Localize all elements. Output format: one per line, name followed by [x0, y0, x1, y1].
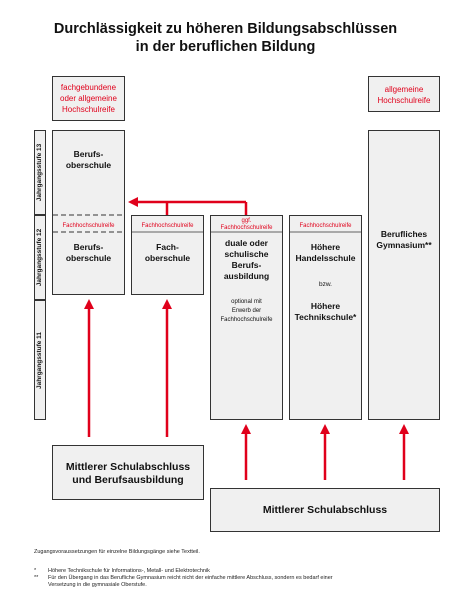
top-box-hochschulreife-right: allgemeine Hochschulreife: [368, 76, 440, 112]
box-hoehere-handelsschule: [289, 215, 362, 420]
footnote-2-line1: Für den Übergang in das Berufliche Gymna…: [48, 575, 333, 581]
bzw-label: bzw.: [318, 281, 332, 288]
dual-fhr-line2: Fachhochschulreife: [220, 225, 273, 231]
note-zugang: Zugangsvoraussetzungen für einzelne Bild…: [34, 549, 200, 555]
top-box-hochschulreife-left: fachgebundene oder allgemeine Hochschulr…: [52, 76, 125, 121]
footnote-2-line2: Versetzung in die gymnasiale Oberstufe.: [48, 582, 147, 588]
box-mittlerer-schulabschluss: [210, 488, 440, 532]
hhs-line2: Handelsschule: [295, 253, 356, 263]
bos12-line2: oberschule: [65, 253, 112, 263]
fos-line2: oberschule: [144, 253, 191, 263]
bottom-left-line2: und Berufsausbildung: [72, 474, 184, 486]
fos-fachhochschulreife: Fachhochschulreife: [141, 223, 194, 229]
box-mittlerer-schulabschluss-berufsausbildung: [52, 445, 204, 500]
fos-line1: Fach-: [156, 242, 179, 252]
top-box-left-line2: oder allgemeine: [60, 94, 117, 103]
box-berufliches-gymnasium: [368, 130, 440, 420]
bg-line1: Berufliches: [380, 229, 428, 239]
dual-fhr-line1: ggf.: [241, 218, 252, 224]
bos-fachhochschulreife: Fachhochschulreife: [62, 223, 115, 229]
dual-line1: duale oder: [225, 238, 268, 248]
page-subtitle: in der beruflichen Bildung: [135, 39, 316, 55]
hts-line1: Höhere: [310, 301, 341, 311]
dual-note-line1: optional mit: [231, 299, 262, 305]
dual-line4: ausbildung: [223, 271, 270, 281]
page-title: Durchlässigkeit zu höheren Bildungsabsch…: [53, 21, 398, 37]
box-duale-ausbildung: [210, 215, 283, 420]
box-fachoberschule: [131, 215, 204, 295]
hhs-fachhochschulreife: Fachhochschulreife: [299, 223, 352, 229]
dual-note-line2: Erwerb der: [231, 308, 262, 314]
bg-line2: Gymnasium**: [376, 240, 432, 250]
bos12-line1: Berufs-: [73, 242, 104, 252]
box-berufsoberschule: [52, 130, 125, 295]
dual-line2: schulische: [224, 249, 269, 259]
footnote-1: Höhere Technikschule für Informations-, …: [48, 568, 210, 574]
top-box-right-line2: Hochschulreife: [377, 96, 431, 105]
hhs-line1: Höhere: [310, 242, 341, 252]
dual-line3: Berufs-: [231, 260, 262, 270]
top-box-left-line1: fachgebundene: [60, 83, 117, 92]
top-box-right-line1: allgemeine: [384, 85, 424, 94]
bottom-left-line1: Mittlerer Schulabschluss: [65, 461, 191, 473]
hts-line2: Technikschule*: [294, 312, 357, 322]
top-box-left-line3: Hochschulreife: [62, 105, 115, 114]
bos13-line2: oberschule: [65, 160, 112, 170]
bos13-line1: Berufs-: [73, 149, 104, 159]
dual-note-line3: Fachhochschulreife: [220, 317, 273, 323]
footnote-1-mark: *: [34, 568, 37, 574]
stufe-11-label: Jahrgangsstufe 11: [34, 300, 46, 420]
footnote-2-mark: **: [34, 575, 39, 581]
stufe-13-label: Jahrgangsstufe 13: [34, 130, 46, 215]
bottom-right-label: Mittlerer Schulabschluss: [262, 504, 388, 516]
stufe-12-label: Jahrgangsstufe 12: [34, 215, 46, 300]
